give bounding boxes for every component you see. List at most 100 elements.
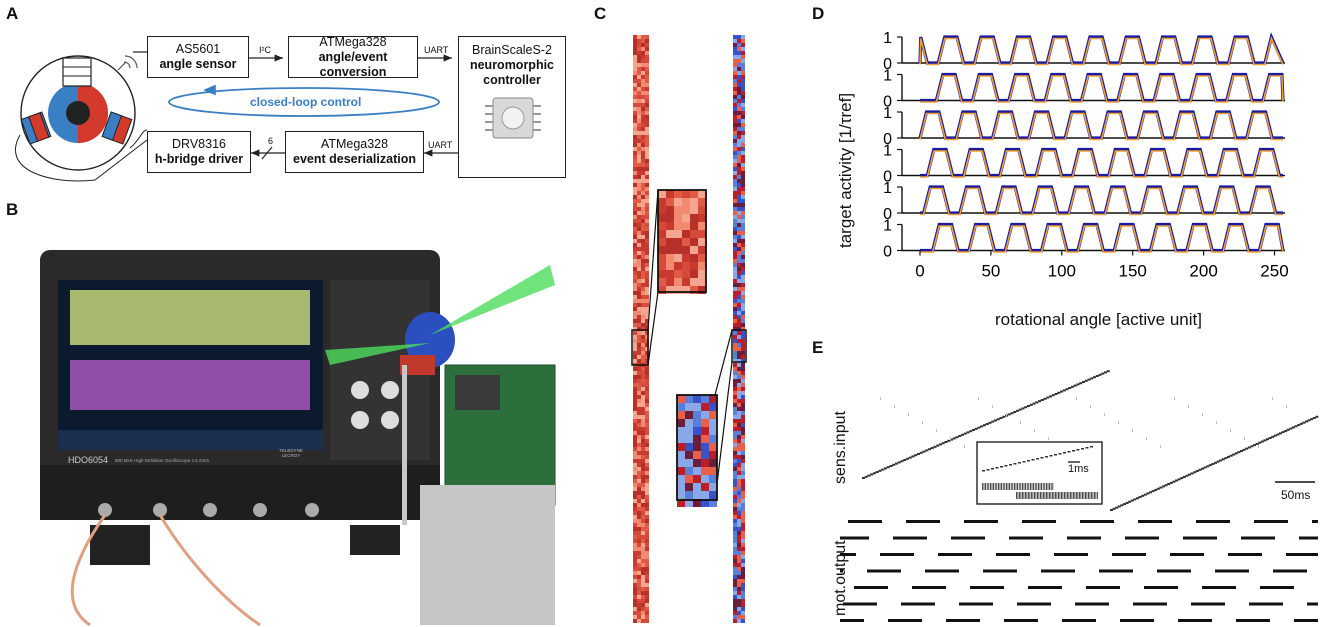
inset-spike (1079, 492, 1080, 499)
inset-spike (982, 483, 983, 490)
inset-spike (999, 483, 1001, 490)
sensory-ramp-2 (1110, 415, 1319, 511)
inset-spike (1002, 483, 1004, 490)
y-tick-label: 0 (883, 206, 892, 223)
inset-spike (1022, 492, 1023, 499)
inset-spike (1085, 492, 1086, 499)
sparse-spike (964, 445, 965, 448)
panel-e-scale-inset: 1ms (1068, 463, 1089, 475)
inset-spike (1053, 492, 1055, 499)
y-tick-label: 0 (883, 169, 892, 186)
coil-top-icon (62, 57, 92, 87)
inset-spike (1001, 483, 1002, 490)
inset-spike (998, 483, 999, 490)
scope-desc-label: 500 MHz High Definition Oscilloscope 2.5… (115, 458, 210, 463)
inset-spike (1088, 492, 1089, 499)
inset-spike (1010, 483, 1012, 490)
driver-box: DRV8316 h-bridge driver (147, 131, 251, 173)
inset-spike (1062, 492, 1064, 499)
inset-spike (1074, 492, 1076, 499)
panel-e-raster (840, 370, 1319, 622)
inset-spike (1004, 483, 1006, 490)
sensor-title: AS5601 (175, 42, 221, 56)
inset-spike (993, 483, 994, 490)
x-tick-label: 0 (915, 262, 924, 281)
y-tick-label: 1 (883, 218, 892, 235)
panel-a-diagram (14, 51, 458, 182)
inset-spike (1031, 492, 1032, 499)
sparse-spike (978, 397, 979, 400)
inset-spike (1038, 492, 1040, 499)
inset-spike (1032, 492, 1034, 499)
inset-spike (1044, 483, 1046, 490)
sparse-spike (936, 429, 937, 432)
series-measured (919, 36, 1284, 66)
inset-spike (1009, 483, 1010, 490)
x-tick-label: 50 (981, 262, 1000, 281)
inset-spike (1046, 492, 1047, 499)
inset-spike (1016, 492, 1017, 499)
x-tick-label: 200 (1189, 262, 1217, 281)
sparse-spike (1244, 437, 1245, 440)
inset-spike (1015, 483, 1017, 490)
panel-letter-e: E (812, 338, 824, 357)
series-target (920, 147, 1283, 178)
deserialization-title: ATMega328 (320, 137, 389, 151)
sparse-spike (1006, 413, 1007, 416)
x-tick-label: 250 (1260, 262, 1288, 281)
inset-spike (1043, 492, 1044, 499)
panel-letter-b: B (6, 200, 19, 219)
sparse-spike (1258, 445, 1259, 448)
zoom-inset-right (677, 395, 717, 507)
zoom-line (647, 291, 659, 366)
inset-spike (988, 483, 990, 490)
y-tick-label: 1 (883, 180, 892, 197)
series-target (920, 185, 1283, 215)
panel-letter-d: D (812, 4, 825, 23)
panel-b-photo (40, 250, 556, 627)
motor-raster-row (854, 586, 1294, 589)
conversion-box: ATMega328 angle/event conversion (288, 35, 418, 79)
inset-spike (1050, 492, 1052, 499)
inset-spike (1037, 492, 1038, 499)
deserialization-box: ATMega328 event deserialization (285, 131, 424, 173)
panel-e-ylabel-bottom: mot.output (832, 540, 849, 616)
inset-spike (1071, 492, 1073, 499)
inset-spike (1041, 483, 1042, 490)
inset-spike (1017, 492, 1019, 499)
series-target (918, 32, 1285, 65)
inset-spike (985, 483, 986, 490)
sparse-spike (1216, 421, 1217, 424)
inset-spike (1022, 483, 1023, 490)
sparse-spike (1048, 437, 1049, 440)
antenna-icon (117, 55, 138, 71)
inset-spike (1056, 492, 1058, 499)
inset-spike (1049, 492, 1050, 499)
inset-spike (1020, 492, 1022, 499)
closed-loop-label: closed-loop control (250, 95, 362, 109)
inset-spike (1036, 483, 1038, 490)
inset-spike (1028, 483, 1030, 490)
sparse-spike (1090, 405, 1091, 408)
sparse-spike (908, 413, 909, 416)
activity-row: 10 (883, 105, 1285, 148)
inset-spike (1034, 483, 1036, 490)
panel-letter-c: C (594, 4, 607, 23)
sparse-spike (1034, 429, 1035, 432)
inset-spike (1086, 492, 1088, 499)
brainscales-box: BrainScaleS-2 neuromorphic controller (458, 36, 566, 178)
x-tick-label: 150 (1119, 262, 1147, 281)
heatmap-strip-left (633, 35, 649, 623)
panel-letter-a: A (6, 4, 19, 23)
coil-right-icon (101, 111, 133, 145)
panel-c-heatmaps (631, 35, 747, 623)
inset-spike (1052, 492, 1053, 499)
inset-spike (1052, 483, 1054, 490)
inset-spike (1070, 492, 1071, 499)
sparse-spike (1230, 429, 1231, 432)
y-tick-label: 1 (883, 30, 892, 47)
deserialization-sub: event deserialization (293, 152, 416, 166)
panel-d-ylabel: target activity [1/τref] (836, 92, 855, 248)
inset-spike (1029, 492, 1031, 499)
inset-spike (1040, 492, 1041, 499)
